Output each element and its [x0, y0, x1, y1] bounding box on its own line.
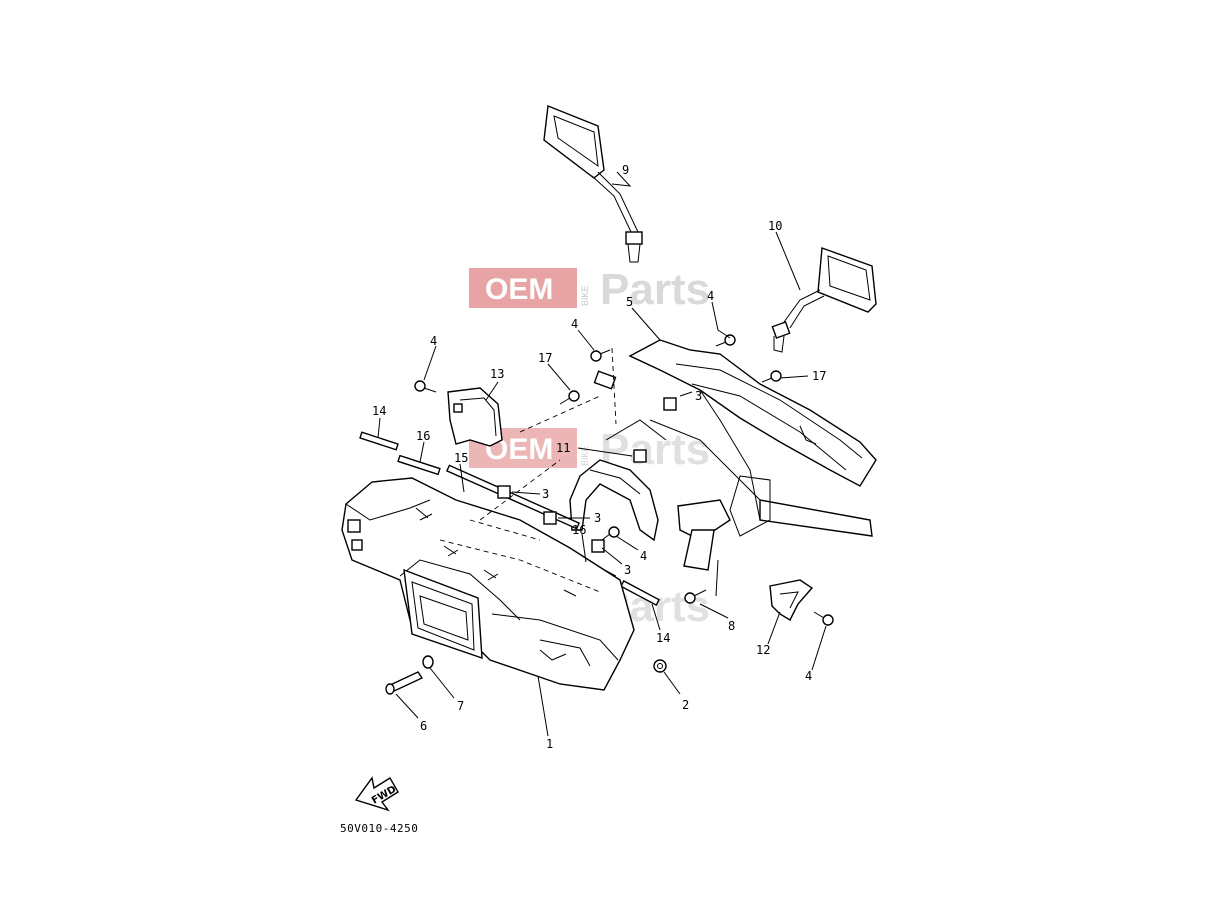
nut-3a — [663, 397, 677, 411]
watermark-oem-text: OEM — [485, 273, 553, 306]
callout-17-left: 17 — [538, 351, 552, 365]
callout-8: 8 — [728, 619, 735, 633]
bolt-4-topright — [715, 334, 736, 347]
mirror-right — [771, 247, 877, 353]
nut-3d — [543, 511, 557, 525]
callout-17-right: 17 — [812, 369, 826, 383]
callout-4-left: 4 — [430, 334, 437, 348]
nut-2 — [653, 659, 667, 673]
callout-4-topright: 4 — [707, 289, 714, 303]
callout-5: 5 — [626, 295, 633, 309]
strip-14-left — [359, 431, 399, 451]
watermark-bike-text: BIKE — [580, 445, 590, 466]
callout-13: 13 — [490, 367, 504, 381]
nut-3e — [591, 539, 605, 553]
washer-7 — [422, 655, 434, 669]
callout-2: 2 — [682, 698, 689, 712]
callout-14-left: 14 — [372, 404, 386, 418]
bracket-11 — [569, 419, 667, 542]
nut-3b — [633, 449, 647, 463]
bolt-4-topmid — [590, 349, 611, 362]
callouts: 9 10 5 4 4 4 13 17 17 3 14 16 11 15 3 3 … — [372, 163, 826, 751]
callout-11: 11 — [556, 441, 570, 455]
callout-14-right: 14 — [656, 631, 670, 645]
watermark-bike-text: BIKE — [580, 285, 590, 306]
callout-9: 9 — [622, 163, 629, 177]
nut-3c — [497, 485, 511, 499]
callout-3-low: 3 — [624, 563, 631, 577]
watermark-top: OEM BIKE Parts — [469, 265, 710, 314]
callout-4-topmid: 4 — [571, 317, 578, 331]
bracket-12 — [769, 579, 814, 621]
callout-3-top: 3 — [695, 389, 702, 403]
callout-3-midleft: 3 — [542, 487, 549, 501]
handlebar-frame — [593, 339, 877, 571]
callout-3-mid: 3 — [594, 511, 601, 525]
mirror-left — [543, 105, 643, 263]
cover-13 — [447, 387, 503, 447]
callout-10: 10 — [768, 219, 782, 233]
headlight-cover — [341, 477, 635, 691]
callout-16-left: 16 — [416, 429, 430, 443]
callout-12: 12 — [756, 643, 770, 657]
bolt-17-left — [559, 390, 580, 405]
strip-16-left — [397, 454, 441, 476]
bolt-4-mid — [601, 526, 620, 541]
bolt-17-right — [761, 370, 782, 383]
bolt-4-right — [813, 611, 834, 626]
callout-15: 15 — [454, 451, 468, 465]
fwd-arrow: FWD — [354, 776, 399, 812]
leader-lines — [377, 171, 827, 737]
callout-1: 1 — [546, 737, 553, 751]
callout-16-right: 16 — [572, 523, 586, 537]
callout-4-mid: 4 — [640, 549, 647, 563]
watermark-parts-text: Parts — [600, 265, 710, 314]
screw-6 — [385, 671, 424, 695]
bolt-8 — [684, 589, 707, 604]
callout-7: 7 — [457, 699, 464, 713]
strip-14-right — [619, 580, 661, 606]
drawing-code: 50V010-4250 — [340, 822, 418, 835]
callout-6: 6 — [420, 719, 427, 733]
bolt-4-left — [414, 380, 437, 393]
callout-4-right: 4 — [805, 669, 812, 683]
